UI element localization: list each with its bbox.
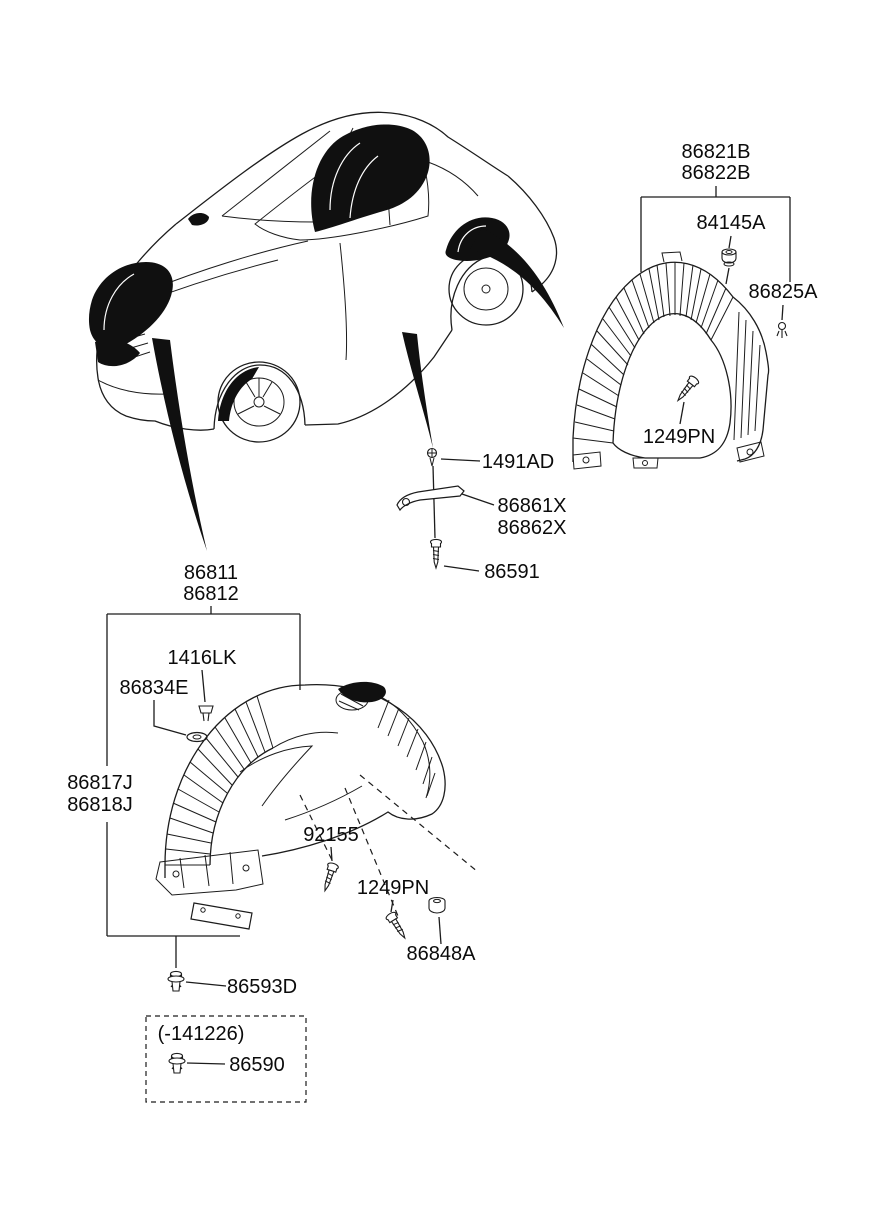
clip-1491ad-icon — [426, 447, 438, 467]
retainer-clip-86825a-icon — [776, 321, 788, 338]
liner-highlight-top — [311, 124, 430, 232]
bracket-86861x-icon — [396, 485, 465, 512]
production-date-label: (-141226) — [158, 1023, 245, 1045]
front-wheel-guard-drawing — [155, 681, 479, 930]
part-label-86861x: 86861X — [498, 495, 567, 517]
part-label-92155: 92155 — [303, 824, 359, 846]
front-guard-ribs — [165, 695, 274, 866]
part-label-86848a: 86848A — [407, 943, 477, 965]
middle-fastener-group — [396, 447, 495, 572]
part-label-86591: 86591 — [484, 561, 540, 583]
part-label-86812: 86812 — [183, 583, 239, 605]
grommet-nut-84145a-icon — [721, 248, 737, 267]
liner-highlight-front — [88, 262, 173, 348]
pointer-band-rear-guard — [470, 228, 564, 328]
screw-1249pn-rear-icon — [673, 374, 701, 405]
part-label-86825a: 86825A — [749, 281, 819, 303]
part-label-86811: 86811 — [184, 562, 238, 584]
pointer-band-front-guard — [152, 338, 207, 551]
rear-guard-side-ribs — [733, 311, 761, 441]
part-label-86821b: 86821B — [682, 141, 751, 163]
screw-92155-icon — [319, 861, 340, 893]
rear-guard-callout-lines — [640, 186, 791, 425]
nut-86848a-icon — [428, 896, 446, 914]
production-range-box — [145, 1015, 307, 1103]
part-label-86862x: 86862X — [498, 517, 567, 539]
clip-1416lk-icon — [198, 705, 214, 722]
mirror-icon — [188, 213, 209, 226]
part-label-84145a: 84145A — [697, 212, 767, 234]
pointer-band-middle — [402, 332, 433, 448]
front-wheel — [217, 361, 301, 443]
clip-86590-icon — [168, 1052, 186, 1074]
part-label-86817j: 86817J — [67, 772, 133, 794]
screw-86591-icon — [429, 538, 443, 569]
guard-skirt-strip — [190, 902, 253, 930]
part-label-1249pn-rear: 1249PN — [643, 426, 715, 448]
part-label-1491ad: 1491AD — [482, 451, 554, 473]
part-label-1416lk: 1416LK — [168, 647, 238, 669]
part-label-86593d: 86593D — [227, 976, 297, 998]
part-label-1249pn-front: 1249PN — [357, 877, 429, 899]
part-label-86590: 86590 — [229, 1054, 285, 1076]
front-guard-callout-lines — [106, 606, 442, 987]
part-label-86822b: 86822B — [682, 162, 751, 184]
part-label-86818j: 86818J — [67, 794, 133, 816]
part-label-86834e: 86834E — [120, 677, 189, 699]
clip-86593d-icon — [167, 970, 185, 992]
rear-guard-ribs — [572, 262, 734, 444]
front-guard-side-ribs — [377, 699, 436, 797]
rear-wheel-guard-drawing — [572, 251, 770, 470]
car-illustration — [88, 111, 564, 551]
